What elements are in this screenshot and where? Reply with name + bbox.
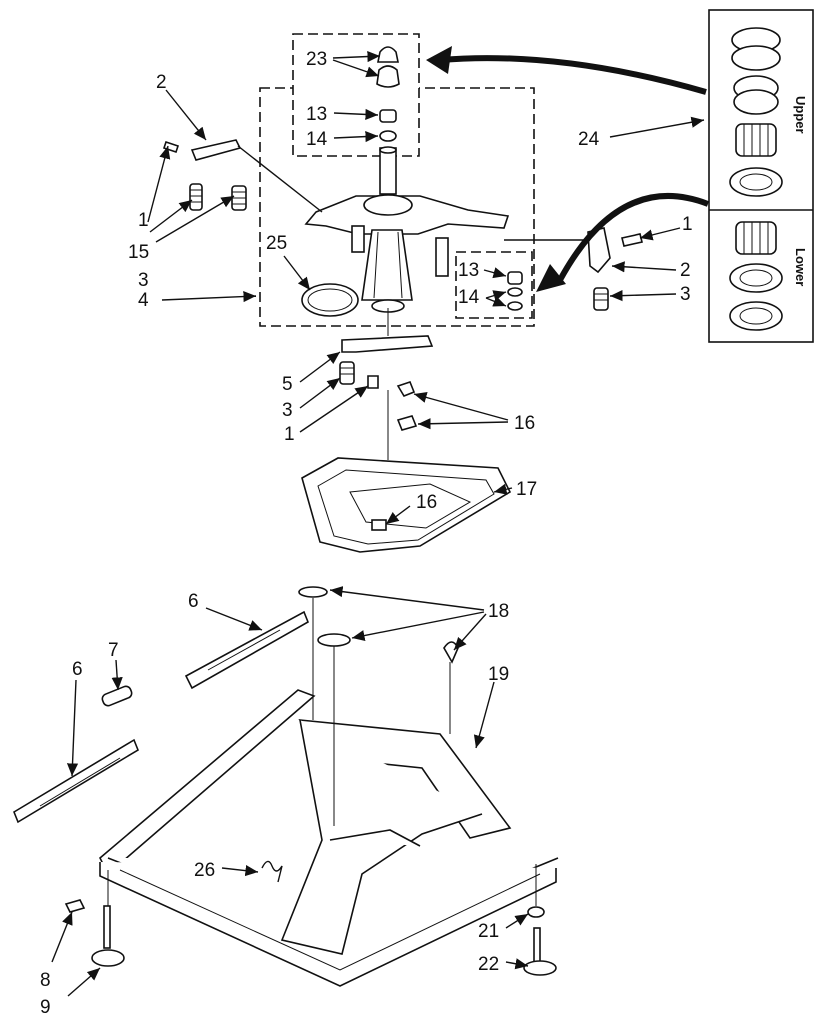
label-5: 5 [282, 374, 293, 395]
label-25: 25 [266, 233, 287, 254]
label-24: 24 [578, 129, 600, 150]
label-16-upper: 16 [514, 413, 535, 434]
center-bracket [339, 335, 434, 389]
label-6-upper: 6 [188, 591, 199, 612]
label-7: 7 [108, 640, 119, 661]
label-15: 15 [128, 242, 149, 263]
label-8: 8 [40, 970, 51, 991]
transmission-assembly [304, 46, 523, 313]
dashed-boxes [259, 33, 535, 327]
label-9: 9 [40, 997, 51, 1018]
label-14-lower: 14 [458, 287, 480, 308]
inset-labels: Upper Lower [793, 96, 808, 286]
label-17: 17 [516, 479, 537, 500]
label-2-right: 2 [680, 260, 691, 281]
bearing-inset [708, 9, 814, 343]
curved-arrows [426, 46, 710, 292]
label-3-left: 3 [138, 270, 149, 291]
label-16-lower: 16 [416, 492, 437, 513]
seal-ring-part [301, 283, 359, 317]
left-hardware [162, 139, 247, 211]
label-26: 26 [194, 860, 215, 881]
label-1-left: 1 [138, 210, 149, 231]
right-hardware [587, 227, 643, 311]
label-19: 19 [488, 664, 509, 685]
label-2-left: 2 [156, 72, 167, 93]
label-23: 23 [306, 49, 327, 70]
rails [13, 610, 310, 824]
label-18: 18 [488, 601, 509, 622]
label-14-upper: 14 [306, 129, 328, 150]
top-panel-assembly [301, 381, 512, 553]
label-3-right: 3 [680, 284, 691, 305]
lower-label: Lower [793, 248, 808, 286]
pads [298, 586, 459, 664]
label-1-right: 1 [682, 214, 693, 235]
label-21: 21 [478, 921, 499, 942]
label-1-center: 1 [284, 424, 295, 445]
label-13-lower: 13 [458, 260, 479, 281]
label-3-center: 3 [282, 400, 293, 421]
label-4: 4 [138, 290, 149, 311]
base-frame [99, 689, 559, 987]
part-labels: 23 13 14 2 1 15 3 4 25 13 14 24 1 2 3 5 … [40, 49, 693, 1018]
label-6-lower: 6 [72, 659, 83, 680]
bottom-hardware [64, 860, 557, 976]
label-22: 22 [478, 954, 499, 975]
label-13-upper: 13 [306, 104, 327, 125]
leader-lines [51, 50, 705, 997]
upper-label: Upper [793, 96, 808, 134]
